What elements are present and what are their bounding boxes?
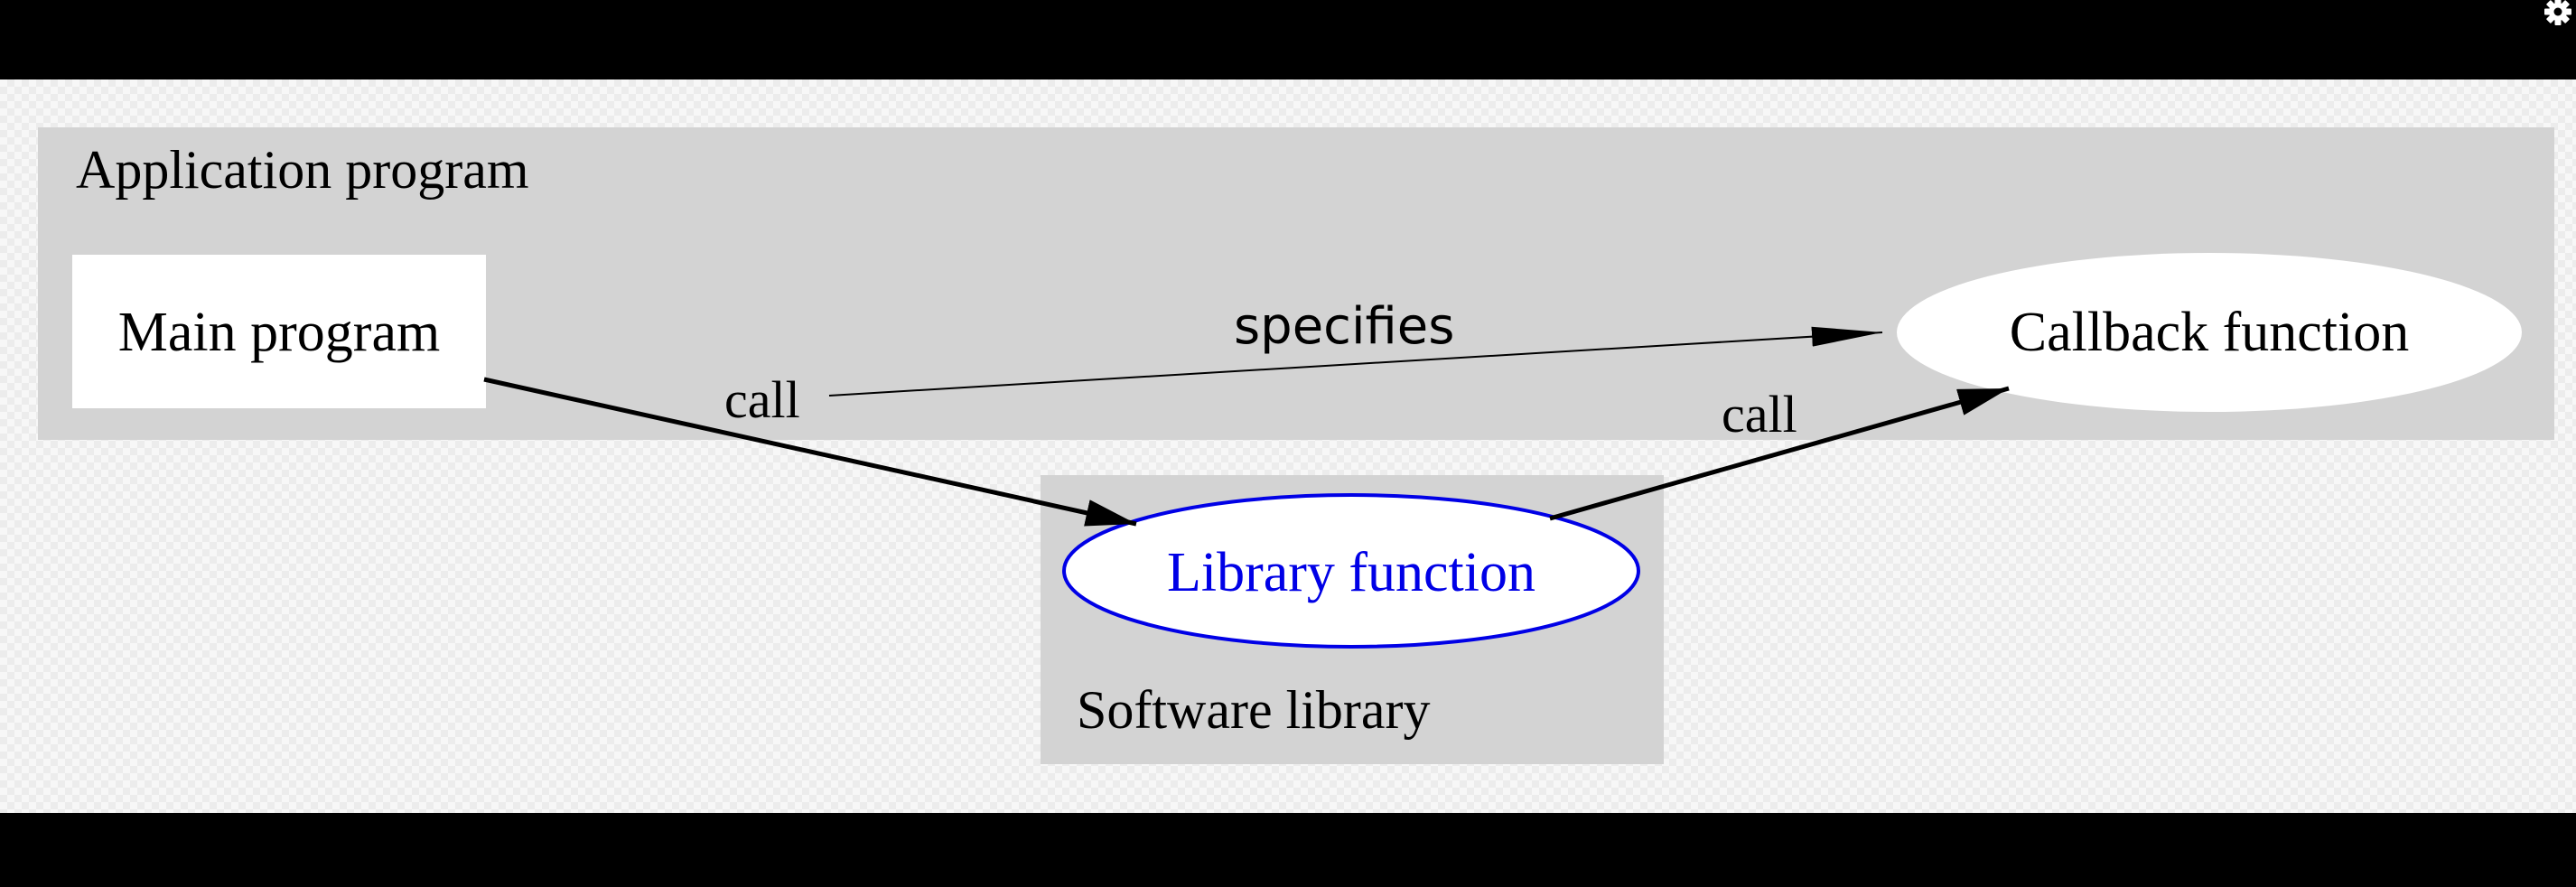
main-program-node: Main program (72, 255, 486, 408)
edge-main-to-library: call (483, 370, 1137, 527)
diagram-canvas: Application program Software library Mai… (0, 79, 2576, 813)
gear-icon (2544, 0, 2571, 25)
edge-library-to-callback-label: call (1722, 385, 1797, 444)
edge-specifies-line (828, 326, 1883, 397)
callback-function-label: Callback function (2010, 302, 2409, 363)
application-cluster-label: Application program (76, 140, 529, 200)
main-program-box (72, 255, 486, 408)
callback-function-ellipse (1897, 253, 2522, 412)
library-function-ellipse (1062, 493, 1640, 649)
library-function-node: Library function (1062, 493, 1640, 649)
callback-function-node: Callback function (1897, 253, 2522, 412)
callback-diagram: Application program Software library Mai… (38, 127, 2554, 764)
edge-main-to-library-line (483, 377, 1137, 527)
edge-library-to-callback: call (1549, 385, 2010, 521)
edge-specifies-label: specifies (1234, 297, 1454, 356)
top-toolbar (0, 0, 2576, 79)
bottom-toolbar (0, 813, 2576, 887)
library-function-label: Library function (1167, 542, 1535, 603)
edge-library-to-callback-line (1549, 386, 2010, 521)
main-program-label: Main program (118, 302, 440, 363)
edge-specifies: specifies (828, 297, 1883, 397)
settings-button[interactable] (2533, 0, 2576, 31)
library-cluster-label: Software library (1077, 680, 1431, 740)
edge-main-to-library-label: call (724, 370, 800, 429)
